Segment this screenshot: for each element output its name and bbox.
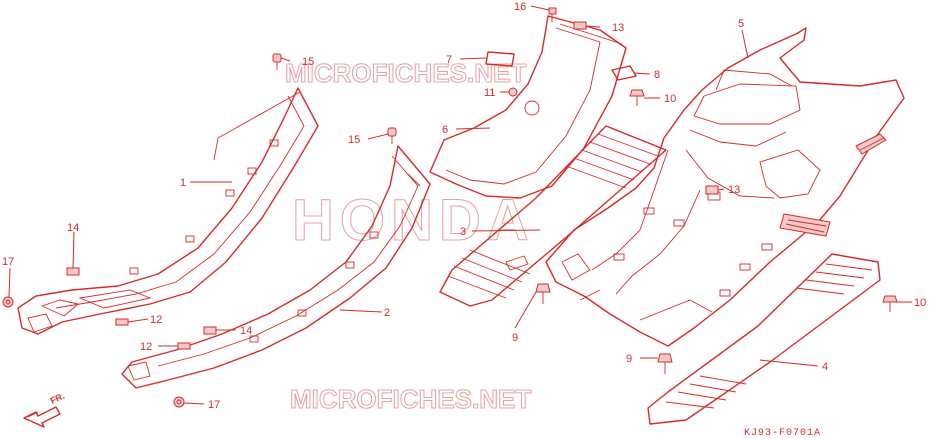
callout-17a: 17 — [2, 256, 14, 268]
fastener-9a — [535, 283, 551, 304]
callout-15b: 15 — [348, 134, 360, 146]
callout-11: 11 — [484, 87, 495, 99]
part-2-right-side-cover — [121, 145, 431, 389]
fastener-10a — [629, 89, 645, 106]
part-8-pad — [611, 65, 637, 81]
callout-12b: 12 — [140, 341, 152, 353]
callouts: 16 13 5 7 8 15 11 10 6 15 1 13 3 14 17 1… — [2, 1, 926, 411]
part-6-center-cover — [429, 15, 627, 199]
watermark-top: MICROFICHES.NET — [285, 58, 526, 88]
callout-17b: 17 — [208, 399, 220, 411]
callout-14a: 14 — [67, 222, 79, 234]
fastener-11 — [508, 87, 518, 97]
callout-7: 7 — [446, 54, 452, 66]
fastener-9b — [657, 353, 673, 374]
part-3-floor-mat — [439, 125, 667, 307]
callout-6: 6 — [442, 124, 448, 136]
part-7-pad — [485, 51, 515, 67]
callout-10a: 10 — [664, 93, 676, 105]
callout-13a: 13 — [612, 22, 624, 34]
callout-10b: 10 — [914, 297, 926, 309]
part-1-left-side-cover — [17, 87, 319, 335]
clip-14a — [66, 267, 80, 276]
front-direction-arrow: FR. — [23, 391, 66, 428]
clip-13b — [705, 185, 719, 195]
leader-lines — [8, 5, 912, 405]
grommet-17a — [2, 296, 14, 308]
clip-12b — [177, 342, 191, 350]
callout-8: 8 — [654, 69, 660, 81]
callout-14b: 14 — [240, 325, 252, 337]
callout-9a: 9 — [512, 332, 518, 344]
watermark-center: HONDA — [292, 188, 535, 253]
front-direction-label: FR. — [49, 391, 66, 406]
grommet-17b — [173, 396, 185, 408]
clip-12a — [115, 318, 129, 326]
callout-1: 1 — [180, 177, 186, 189]
callout-12a: 12 — [150, 314, 162, 326]
callout-16: 16 — [514, 1, 526, 13]
fastener-15b — [387, 127, 397, 144]
callout-15a: 15 — [302, 56, 314, 68]
fastener-10b — [882, 295, 898, 312]
part-5-floor-body — [545, 27, 905, 347]
drawing-code: KJ93-F0701A — [744, 428, 821, 439]
clip-14b — [203, 326, 217, 335]
fastener-15a — [272, 53, 282, 70]
fastener-16 — [548, 7, 557, 22]
callout-13b: 13 — [728, 184, 740, 196]
callout-3: 3 — [460, 226, 466, 238]
part-4-floor-mat — [647, 253, 881, 425]
callout-2: 2 — [384, 307, 390, 319]
clip-13a — [573, 21, 587, 30]
callout-5: 5 — [738, 18, 744, 30]
callout-4: 4 — [822, 361, 828, 373]
callout-9b: 9 — [626, 353, 632, 365]
watermark-bottom: MICROFICHES.NET — [290, 384, 531, 414]
